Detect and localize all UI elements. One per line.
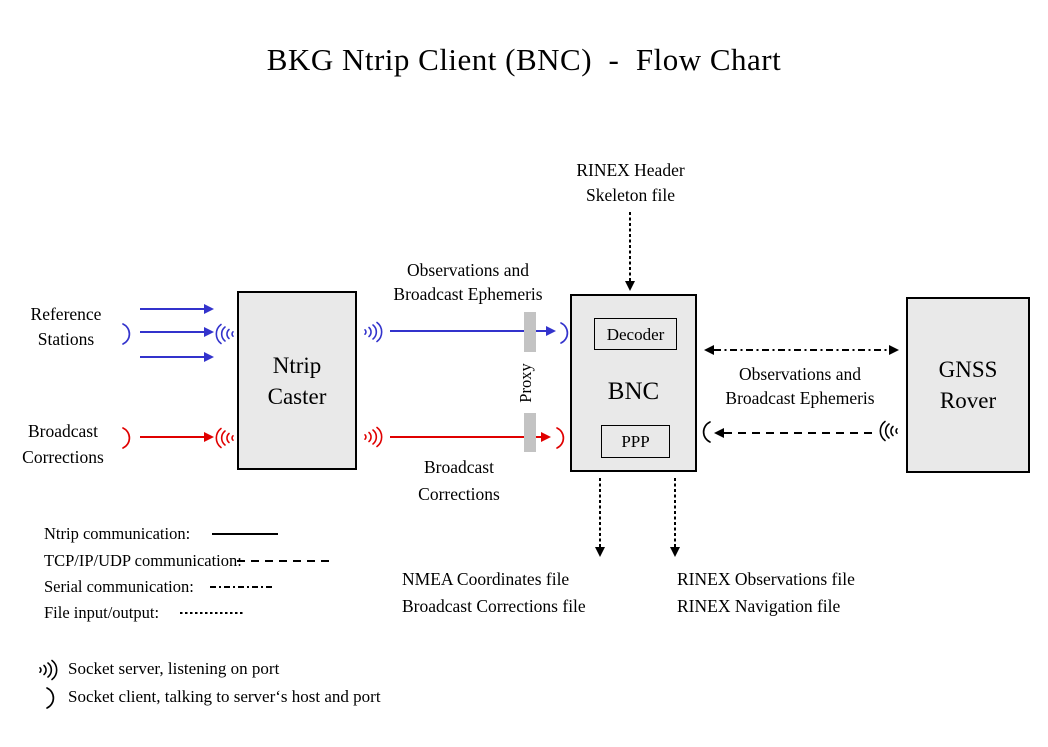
- legend-ntrip-label: Ntrip communication:: [44, 524, 191, 543]
- socket-client-icon: [700, 418, 714, 446]
- socket-client-icon: [553, 424, 567, 452]
- proxy-bar-top: [524, 312, 536, 352]
- proxy-label: Proxy: [516, 363, 535, 403]
- bnc-ppp-box: PPP: [601, 425, 670, 458]
- obs-ephemeris-top-label: Observations and Broadcast Ephemeris: [393, 260, 543, 304]
- socket-client-icon: [119, 424, 133, 452]
- socket-client-legend-label: Socket client, talking to server‘s host …: [68, 687, 381, 706]
- node-ntrip-caster: Ntrip Caster: [237, 291, 357, 470]
- socket-server-icon: [212, 423, 236, 453]
- bnc-decoder-box: Decoder: [594, 318, 677, 350]
- tcp-arrow-rover-to-bnc: [714, 427, 872, 439]
- socket-server-icon: [362, 422, 386, 452]
- bnc-label: BNC: [607, 378, 660, 405]
- socket-client-icon: [119, 320, 133, 348]
- legend-serial-label: Serial communication:: [44, 577, 194, 596]
- legend-ntrip-line: [212, 533, 278, 535]
- legend-tcp-label: TCP/IP/UDP communication:: [44, 551, 242, 570]
- ntrip-arrow-corr-to-bnc: [390, 431, 551, 443]
- legend-tcp-line: [237, 560, 330, 562]
- legend-file-line: [180, 612, 243, 614]
- ntrip-arrow-corrections: [140, 431, 214, 443]
- socket-server-icon: [362, 317, 386, 347]
- ntrip-arrow-ref3: [140, 351, 214, 363]
- ntrip-arrow-ref2: [140, 326, 214, 338]
- proxy-bar-bottom: [524, 413, 536, 452]
- socket-server-legend-label: Socket server, listening on port: [68, 659, 280, 678]
- file-arrow-rinex-header: [624, 212, 636, 291]
- obs-ephemeris-right-label: Observations and Broadcast Ephemeris: [725, 364, 875, 408]
- file-arrow-rinex-output: [669, 478, 681, 557]
- legend-serial-line: [210, 586, 272, 588]
- socket-server-icon: [876, 416, 900, 446]
- node-bnc: Decoder BNC PPP: [570, 294, 697, 472]
- nmea-output-label: NMEA Coordinates file Broadcast Correcti…: [402, 569, 586, 616]
- reference-stations-label: Reference Stations: [30, 304, 102, 349]
- page-title: BKG Ntrip Client (BNC) - Flow Chart: [266, 42, 782, 77]
- node-gnss-rover: GNSS Rover: [906, 297, 1030, 473]
- rinex-output-label: RINEX Observations file RINEX Navigation…: [677, 569, 855, 616]
- socket-server-icon: [212, 319, 236, 349]
- ntrip-arrow-ref1: [140, 303, 214, 315]
- serial-arrow-bnc-rover: [704, 344, 899, 356]
- ntrip-arrow-obs-to-bnc: [390, 325, 556, 337]
- legend-file-label: File input/output:: [44, 603, 160, 622]
- broadcast-corrections-input-label: Broadcast Corrections: [22, 421, 104, 467]
- broadcast-corrections-mid-label: Broadcast Corrections: [418, 457, 500, 504]
- socket-server-icon: [37, 655, 61, 685]
- socket-client-icon: [557, 319, 571, 347]
- socket-client-icon: [43, 684, 57, 712]
- rinex-header-skeleton-label: RINEX Header Skeleton file: [576, 160, 685, 205]
- file-arrow-nmea-output: [594, 478, 606, 557]
